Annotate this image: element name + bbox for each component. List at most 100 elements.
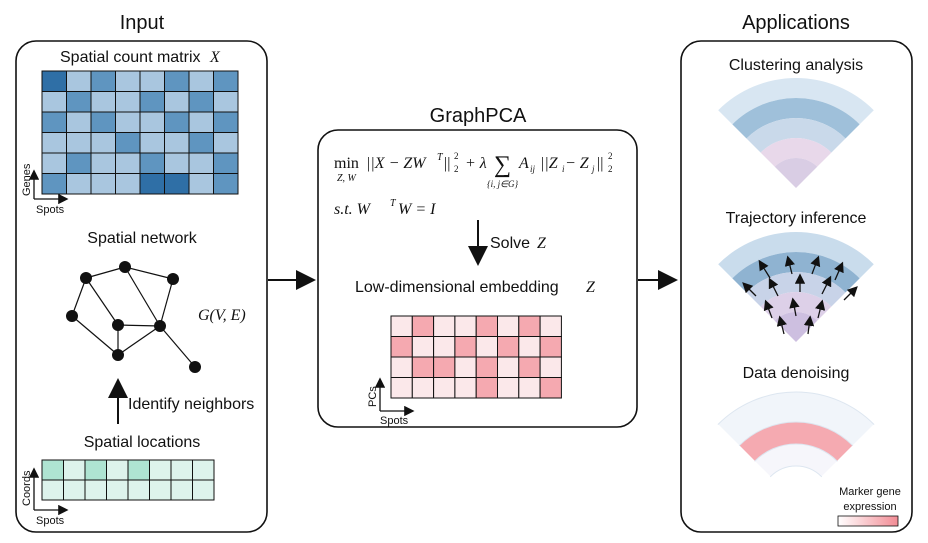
location-cell bbox=[127, 479, 150, 501]
svg-text:min: min bbox=[334, 155, 359, 172]
objective-formula: min Z, W ||X − ZW T || 2 2 + λ ∑ {i, j∈G… bbox=[334, 151, 613, 189]
trajectory-arrow bbox=[763, 299, 774, 319]
trajectory-arrow bbox=[789, 297, 800, 317]
svg-text:T: T bbox=[437, 152, 444, 163]
count-matrix-cell bbox=[90, 152, 116, 174]
location-cell bbox=[63, 459, 86, 481]
fan-outline bbox=[738, 421, 854, 447]
embedding-cell bbox=[433, 377, 456, 399]
svg-text:j: j bbox=[591, 164, 595, 174]
count-matrix-cell bbox=[90, 111, 116, 133]
count-matrix-cell bbox=[66, 70, 92, 92]
count-matrix-cell bbox=[213, 111, 239, 133]
location-cell bbox=[127, 459, 150, 481]
location-matrix-grid bbox=[41, 459, 215, 501]
svg-text:||: || bbox=[444, 155, 450, 172]
embedding-symbol: Z bbox=[586, 279, 596, 296]
fan-outline bbox=[769, 465, 823, 478]
location-cell bbox=[106, 459, 129, 481]
fan-band bbox=[718, 78, 874, 125]
trajectory-arrow bbox=[776, 315, 787, 335]
count-matrix-title: Spatial count matrix bbox=[60, 49, 201, 66]
count-matrix-cell bbox=[115, 111, 141, 133]
embedding-cell bbox=[497, 377, 520, 399]
svg-text:s.t. W: s.t. W bbox=[334, 201, 372, 218]
count-matrix-cell bbox=[41, 91, 67, 113]
location-cell bbox=[192, 479, 215, 501]
coords-axis-label: Coords bbox=[21, 470, 33, 506]
count-matrix-cell bbox=[213, 70, 239, 92]
location-cell bbox=[192, 459, 215, 481]
embedding-spots-axis-label: Spots bbox=[380, 415, 409, 427]
count-matrix-cell bbox=[188, 111, 214, 133]
location-cell bbox=[149, 479, 172, 501]
trajectory-arrow bbox=[803, 315, 815, 335]
embedding-cell bbox=[497, 336, 520, 358]
svg-text:||X − ZW: ||X − ZW bbox=[366, 155, 427, 172]
trajectory-fan bbox=[718, 232, 874, 342]
fan-band bbox=[774, 312, 818, 342]
embedding-cell bbox=[390, 336, 413, 358]
embedding-cell bbox=[497, 356, 520, 378]
count-matrix-symbol: X bbox=[209, 49, 221, 66]
genes-axis-label: Genes bbox=[21, 163, 33, 196]
heading-graphpca: GraphPCA bbox=[430, 105, 527, 127]
fan-outline bbox=[754, 443, 838, 462]
embedding-cell bbox=[475, 356, 499, 378]
fan-band bbox=[774, 158, 818, 188]
trajectory-arrows bbox=[742, 255, 858, 335]
legend-gradient-bar bbox=[837, 515, 899, 527]
solve-label: Solve bbox=[490, 235, 530, 252]
embedding-title: Low-dimensional embedding bbox=[355, 279, 559, 296]
embedding-cell bbox=[411, 377, 435, 399]
embedding-cell bbox=[411, 315, 435, 337]
svg-text:2: 2 bbox=[454, 164, 459, 174]
embedding-cell bbox=[475, 336, 499, 358]
trajectory-arrow bbox=[815, 299, 826, 319]
count-matrix-cell bbox=[164, 132, 190, 154]
svg-text:2: 2 bbox=[608, 164, 613, 174]
svg-text:W = I: W = I bbox=[398, 201, 436, 218]
embedding-cell bbox=[390, 377, 413, 399]
spatial-network-graph bbox=[71, 266, 196, 368]
count-matrix-cell bbox=[115, 91, 141, 113]
trajectory-arrow bbox=[768, 277, 779, 297]
clustering-fan bbox=[718, 78, 874, 188]
embedding-cell bbox=[390, 315, 413, 337]
count-matrix-cell bbox=[41, 173, 67, 195]
fan-band bbox=[718, 232, 874, 279]
fan-band bbox=[746, 117, 846, 153]
svg-text:∑: ∑ bbox=[494, 152, 511, 178]
spots-axis-label-2: Spots bbox=[36, 515, 65, 527]
embedding-cell bbox=[539, 315, 562, 337]
location-cell bbox=[84, 459, 107, 481]
svg-text:ij: ij bbox=[530, 164, 536, 174]
input-panel bbox=[15, 40, 268, 533]
count-matrix-cell bbox=[213, 152, 239, 174]
count-matrix-cell bbox=[139, 132, 165, 154]
trajectory-arrow bbox=[784, 255, 795, 275]
heading-applications: Applications bbox=[742, 12, 850, 34]
location-cell bbox=[170, 459, 193, 481]
embedding-cell bbox=[433, 336, 456, 358]
location-cell bbox=[63, 479, 86, 501]
svg-text:||Z: ||Z bbox=[540, 155, 559, 172]
count-matrix-cell bbox=[188, 70, 214, 92]
count-matrix-cell bbox=[188, 91, 214, 113]
count-matrix-cell bbox=[188, 152, 214, 174]
count-matrix-cell bbox=[66, 111, 92, 133]
location-cell bbox=[149, 459, 172, 481]
embedding-cell bbox=[518, 315, 541, 337]
count-matrix-cell bbox=[41, 111, 67, 133]
count-matrix-cell bbox=[213, 91, 239, 113]
embedding-cell bbox=[433, 315, 456, 337]
count-matrix-cell bbox=[66, 91, 92, 113]
count-matrix-cell bbox=[90, 91, 116, 113]
applications-panel bbox=[680, 40, 913, 533]
embedding-cell bbox=[411, 336, 435, 358]
svg-text:+ λ: + λ bbox=[465, 155, 487, 172]
constraint-formula: s.t. W T W = I bbox=[334, 198, 436, 218]
denoising-title: Data denoising bbox=[743, 365, 850, 382]
count-matrix-grid bbox=[41, 70, 239, 195]
